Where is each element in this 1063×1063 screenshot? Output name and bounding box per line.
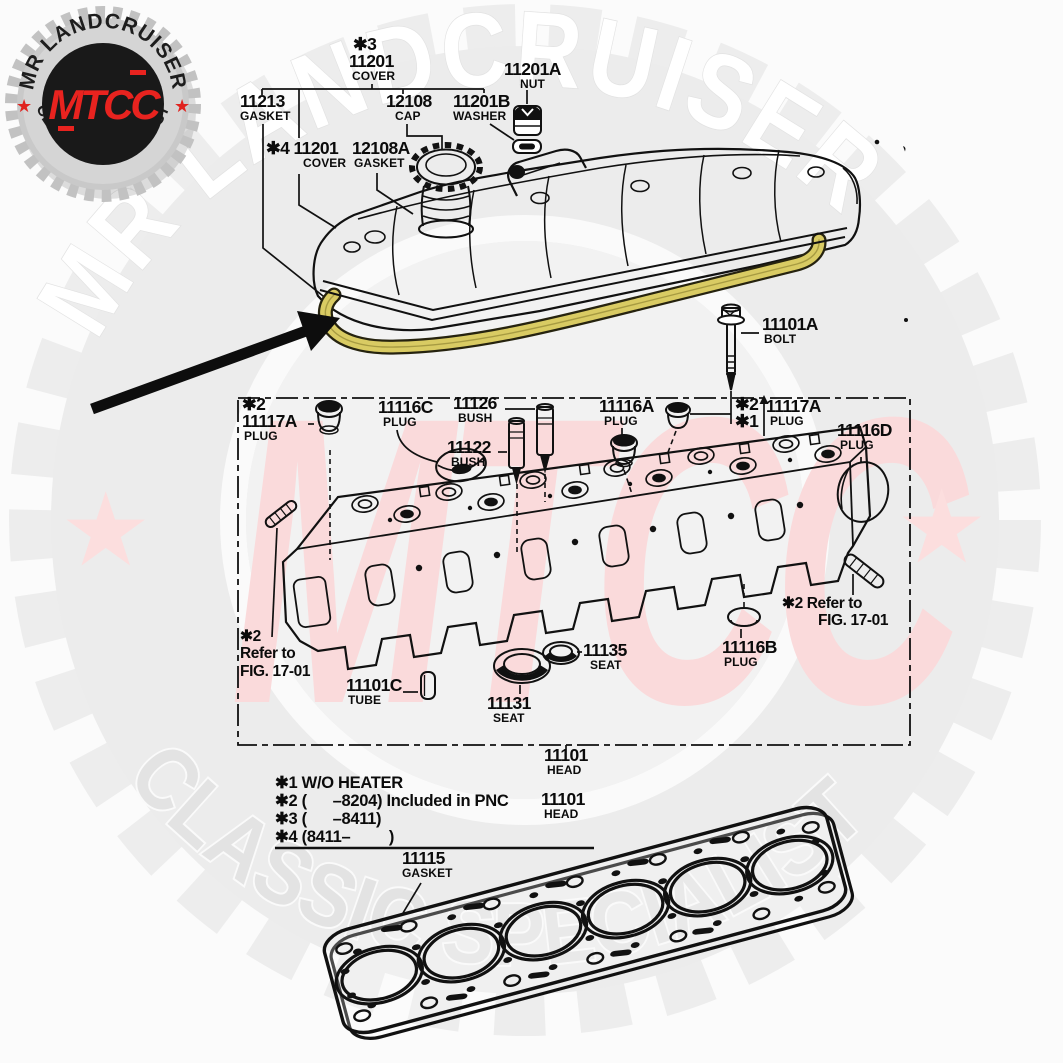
oil-filler-cap-drawing [409, 142, 483, 239]
watermark-mtcc-logo: MTCC [230, 333, 969, 789]
gear-teeth-ring [9, 4, 1041, 1036]
stud-left [264, 499, 298, 529]
seat-11131 [493, 648, 551, 684]
legend-row-4: ✱4 (8411– ) [275, 828, 395, 846]
brand-badge: MR LANDCRUISER CLASSIC SPECIALIST ★ ★ MT… [5, 6, 201, 202]
legend-row-3: ✱3 ( –8411) [275, 810, 382, 828]
gear-inner-disc [246, 241, 804, 799]
tube-11101c [420, 671, 436, 700]
valve-cover-drawing [312, 147, 862, 332]
parts-group-box [237, 397, 911, 746]
cap-gasket-ring [418, 219, 474, 239]
breather-spout [507, 148, 587, 197]
legend-row-1: ✱1 W/O HEATER [275, 774, 403, 792]
valve-seats [351, 434, 842, 524]
bush-11122 [508, 417, 525, 485]
plug-11117a-left [315, 400, 343, 435]
small-parts [264, 400, 890, 700]
cylinder-bores [330, 827, 840, 1012]
plug-11116d [836, 461, 890, 523]
bush-11126 [536, 403, 554, 474]
plug-11116c [435, 447, 487, 483]
plug-11116a [610, 434, 638, 468]
gear-inner-white-ring [220, 215, 830, 825]
front-bolt-holes [387, 457, 804, 572]
cover-flange [319, 227, 848, 322]
cover-bolt-bosses [343, 166, 825, 253]
plug-11117a-right [665, 402, 691, 430]
seat-11135 [542, 641, 580, 665]
label-marks-right: ✱2✱1 [735, 394, 759, 432]
leader-lines [261, 84, 862, 914]
head-bolt-drawing [717, 303, 745, 391]
marks-arrow-icon [759, 395, 769, 404]
plug-11116b [727, 607, 761, 627]
nut-washer-drawing [512, 105, 542, 154]
coolant-holes [340, 828, 829, 1009]
watermark-star-left-icon: ★ [60, 473, 151, 587]
hidden-leader-lines [329, 430, 745, 607]
pointer-arrow [90, 311, 340, 415]
cover-ribs [392, 149, 782, 296]
stud-right [843, 553, 885, 589]
gasket-bolt-holes [334, 812, 838, 1027]
badge-star-left-icon: ★ [16, 96, 32, 116]
spark-tube-holes [418, 433, 821, 498]
cylinder-head-drawing [281, 425, 872, 671]
badge-logo-slat-bottom [58, 126, 74, 131]
badge-mtcc-logo: MTCC [48, 81, 161, 128]
badge-logo-slat-top [130, 70, 146, 75]
badge-gear-teeth [5, 6, 201, 202]
legend-row-2: ✱2 ( –8204) Included in PNC [275, 792, 509, 810]
print-speckles [874, 139, 908, 322]
badge-star-right-icon: ★ [174, 96, 190, 116]
head-gasket-drawing [320, 801, 856, 1046]
exhaust-ports [364, 498, 786, 607]
watermark-star-right-icon: ★ [896, 470, 987, 584]
